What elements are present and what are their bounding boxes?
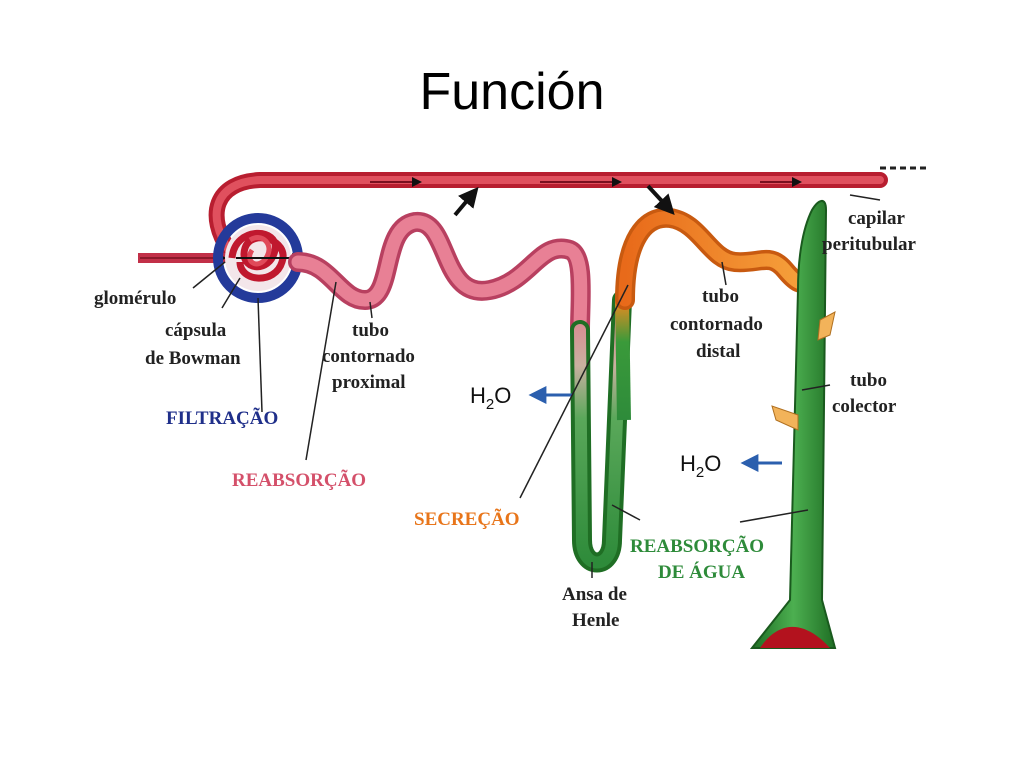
loop-of-henle bbox=[570, 290, 632, 573]
label-tubo-prox-3: proximal bbox=[332, 372, 406, 393]
label-ansa-2: Henle bbox=[572, 610, 620, 631]
label-tubo-col-1: tubo bbox=[850, 370, 887, 391]
secretion-arrows bbox=[453, 184, 675, 217]
slide-title: Función bbox=[419, 63, 605, 121]
label-tubo-dist-2: contornado bbox=[670, 314, 763, 335]
label-ansa-1: Ansa de bbox=[562, 584, 627, 605]
label-tubo-prox-1: tubo bbox=[352, 320, 389, 341]
label-capsula-1: cápsula bbox=[165, 320, 227, 341]
label-tubo-dist-3: distal bbox=[696, 341, 740, 362]
label-capsula-2: de Bowman bbox=[145, 348, 241, 369]
label-capilar-2: peritubular bbox=[822, 234, 917, 255]
process-secrecao: SECREÇÃO bbox=[414, 508, 520, 530]
leader-lines bbox=[192, 194, 881, 578]
collecting-duct bbox=[749, 200, 837, 649]
proximal-tubule bbox=[288, 212, 591, 340]
label-tubo-col-2: colector bbox=[832, 396, 897, 417]
label-glomerulo: glomérulo bbox=[94, 288, 176, 309]
label-capilar-1: capilar bbox=[848, 208, 906, 229]
label-h2o-henle: H2O bbox=[470, 383, 511, 413]
distal-tubule bbox=[615, 207, 818, 310]
process-filtracao: FILTRAÇÃO bbox=[166, 407, 278, 429]
label-tubo-prox-2: contornado bbox=[322, 346, 415, 367]
process-reab-agua-1: REABSORÇÃO bbox=[630, 535, 764, 557]
label-tubo-dist-1: tubo bbox=[702, 286, 739, 307]
process-reabsorcao: REABSORÇÃO bbox=[232, 469, 366, 491]
process-reab-agua-2: DE ÁGUA bbox=[658, 561, 745, 583]
label-h2o-collector: H2O bbox=[680, 451, 721, 481]
